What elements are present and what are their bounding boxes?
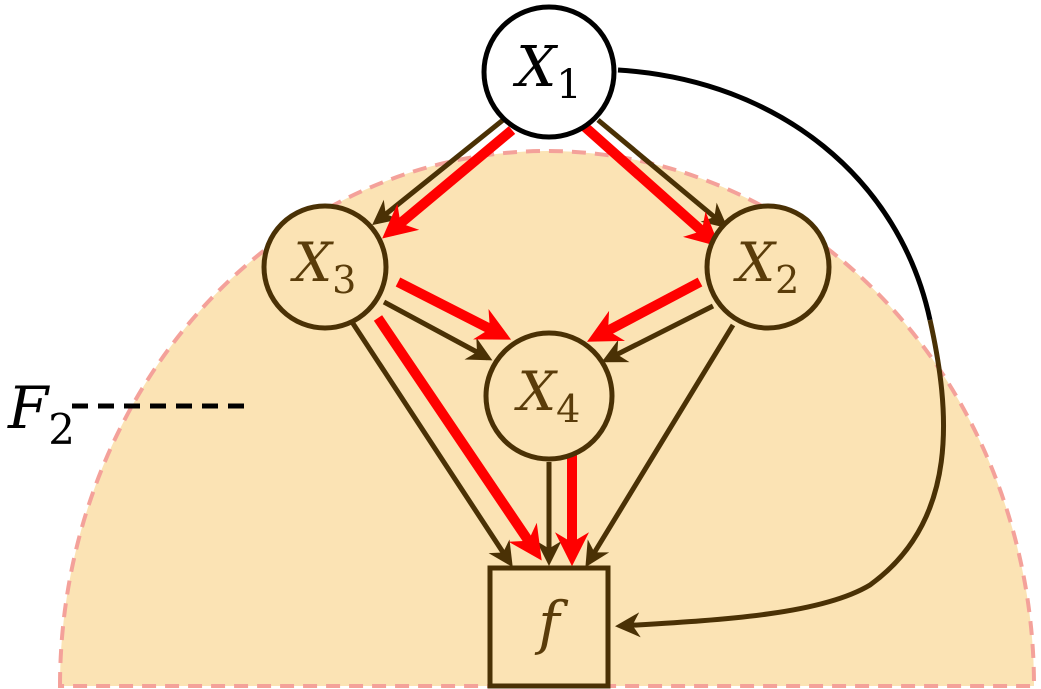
region-label: F2 [7,374,75,454]
red-edge-x1-x2 [581,123,720,247]
edge-x2-x4 [601,303,715,363]
red-edge-x2-x4 [586,277,703,342]
red-edges [373,123,720,567]
node-x3: X3 [261,203,389,331]
red-edge-x1-x3 [382,126,516,239]
node-x2: X2 [704,203,832,331]
node-x4: X4 [483,330,615,462]
edge-x1-x2 [596,118,728,229]
factor-node-f: f [487,565,611,689]
svg-text:X4: X4 [514,360,581,431]
svg-text:X1: X1 [512,35,581,108]
svg-text:X3: X3 [290,231,357,302]
edge-x3-f [349,320,513,568]
node-x1: X1 [481,4,617,140]
edge-x2-f [585,323,736,568]
edge-x1-f-curve-inside [615,319,947,638]
red-edge-x3-x4 [395,277,512,340]
red-edge-x3-f [373,315,542,561]
edge-x3-x4 [382,299,493,361]
edge-x1-f-curve-outside [617,67,933,321]
svg-text:X2: X2 [733,231,800,302]
